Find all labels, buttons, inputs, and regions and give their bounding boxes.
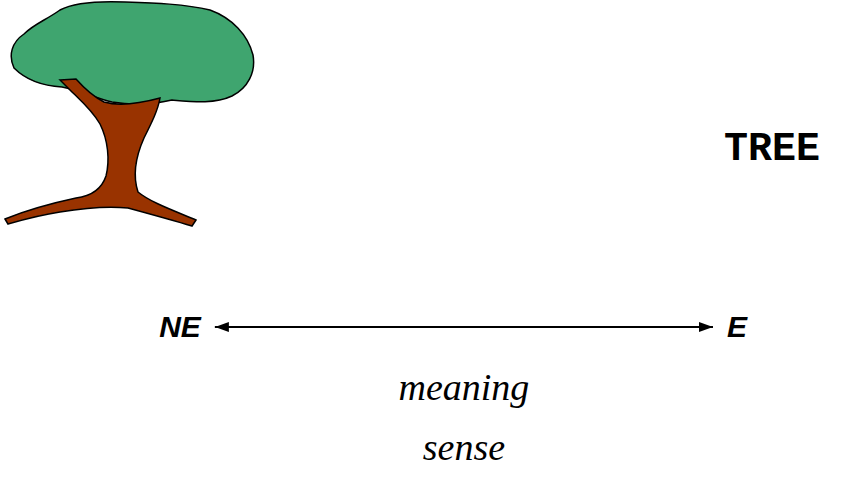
term-node: E	[721, 308, 753, 346]
double-arrow	[215, 326, 713, 328]
term-text: E	[727, 310, 747, 344]
edge-label: meaning sense	[394, 357, 533, 477]
word-label: TREE	[724, 128, 820, 172]
tree-canopy	[11, 2, 253, 105]
term-node: NE	[153, 308, 207, 346]
term-text: NE	[159, 310, 201, 344]
tree-trunk	[5, 79, 196, 226]
